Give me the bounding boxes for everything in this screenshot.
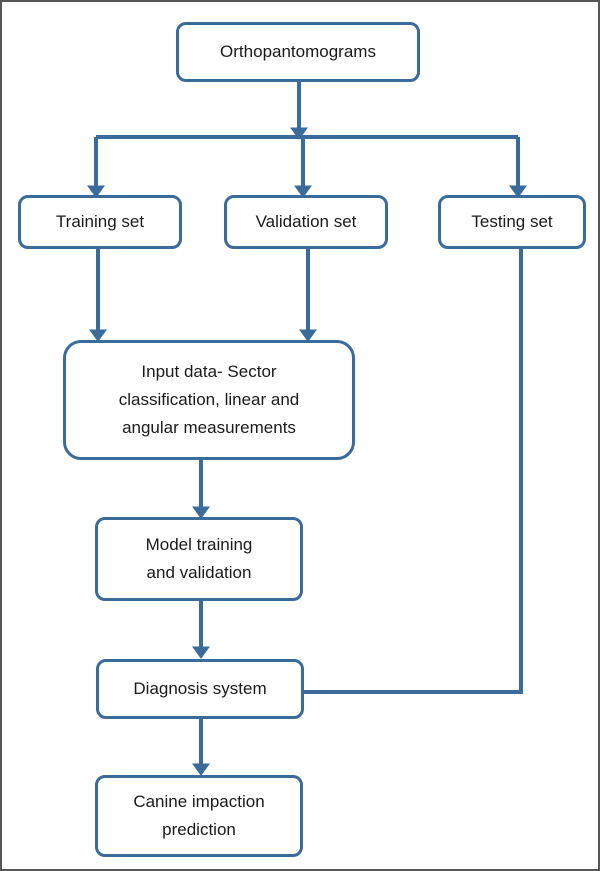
arrowhead-training-input bbox=[89, 329, 107, 342]
node-testing-set: Testing set bbox=[438, 195, 586, 249]
arrowhead-input-model bbox=[192, 506, 210, 519]
node-input-data-line2: classification, linear and bbox=[118, 390, 300, 409]
node-training-set-label: Training set bbox=[55, 212, 145, 231]
node-input-data: Input data- Sector classification, linea… bbox=[63, 340, 355, 460]
node-canine-prediction: Canine impaction prediction bbox=[95, 775, 303, 857]
arrowhead-model-diagnosis bbox=[192, 646, 210, 659]
node-input-data-line1: Input data- Sector bbox=[141, 362, 277, 381]
node-diagnosis-system-label: Diagnosis system bbox=[133, 679, 267, 698]
edge-testing-to-diagnosis bbox=[282, 247, 523, 694]
node-model-training-line2: and validation bbox=[146, 563, 252, 582]
node-input-data-line3: angular measurements bbox=[122, 418, 296, 437]
arrowhead-testing bbox=[509, 185, 527, 198]
arrowhead-trunk bbox=[290, 127, 308, 140]
node-validation-set-label: Validation set bbox=[255, 212, 357, 231]
node-model-training: Model training and validation bbox=[95, 517, 303, 601]
arrowhead-validation bbox=[294, 185, 312, 198]
node-testing-set-label: Testing set bbox=[471, 212, 553, 231]
node-model-training-line1: Model training bbox=[145, 535, 253, 554]
arrowhead-validation-input bbox=[299, 329, 317, 342]
node-canine-prediction-line1: Canine impaction bbox=[133, 792, 265, 811]
arrowhead-training bbox=[87, 185, 105, 198]
node-diagnosis-system: Diagnosis system bbox=[96, 659, 304, 719]
node-orthopantomograms-label: Orthopantomograms bbox=[220, 42, 376, 61]
node-orthopantomograms: Orthopantomograms bbox=[176, 22, 420, 82]
node-canine-prediction-line2: prediction bbox=[162, 820, 236, 839]
node-validation-set: Validation set bbox=[224, 195, 388, 249]
arrowhead-diagnosis-canine bbox=[192, 763, 210, 776]
node-training-set: Training set bbox=[18, 195, 182, 249]
